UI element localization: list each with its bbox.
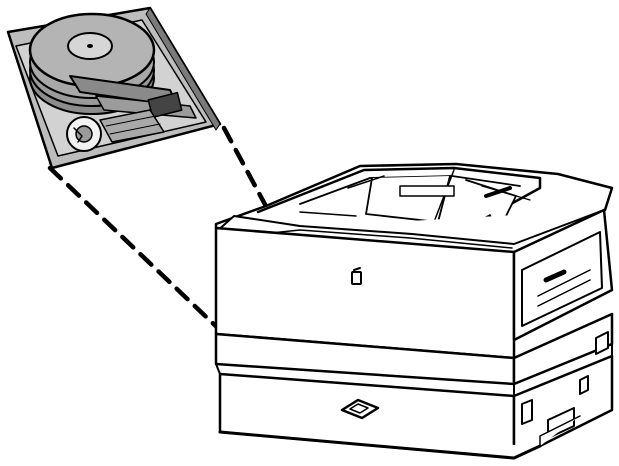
callout-line-left [47, 165, 225, 335]
hdd-voice-coil [66, 116, 102, 152]
printer-side-recess [521, 231, 603, 327]
front-door-latch [351, 267, 362, 285]
callout-lines [47, 125, 271, 335]
hdd-lower-mechanism [99, 109, 165, 143]
printer-output-bin [256, 166, 542, 234]
callout-line-right [221, 125, 271, 213]
lower-tray-handle [340, 398, 380, 420]
hdd-side-edge [145, 7, 221, 131]
hard-disk-drive-icon [6, 6, 222, 170]
lower-tray-side-detail [521, 375, 589, 447]
printer-top-edge [215, 209, 605, 245]
hdd-actuator-arm [69, 75, 197, 119]
laser-printer-icon [214, 162, 614, 460]
printer-base [218, 430, 542, 460]
